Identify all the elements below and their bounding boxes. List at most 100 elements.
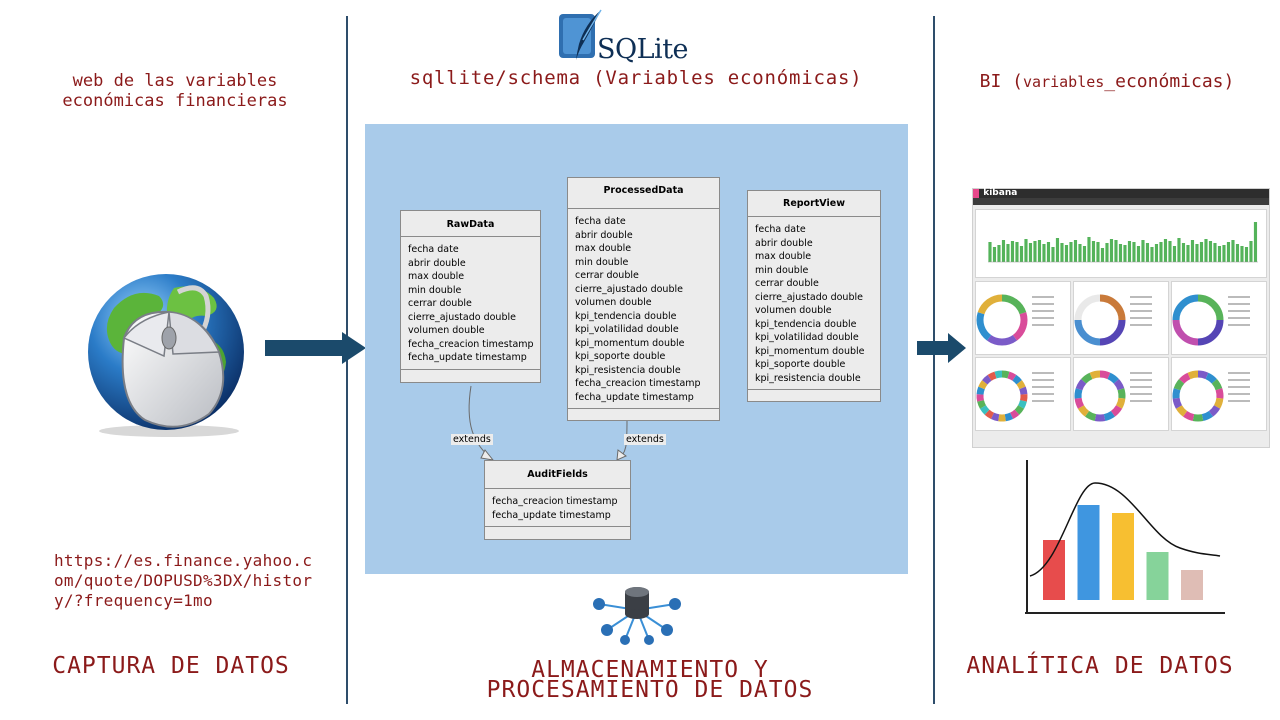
uml-methods [485, 527, 630, 539]
kibana-donut-segment [976, 312, 992, 341]
kibana-legend-line [1130, 400, 1152, 402]
uml-attr: volumen double [575, 297, 652, 308]
kibana-legend-line [1032, 372, 1054, 374]
kibana-bar [1028, 243, 1033, 262]
kibana-donut-segment [1115, 397, 1126, 409]
analytics-bar [1077, 505, 1100, 600]
kibana-donut-segment [1074, 397, 1085, 409]
kibana-donut-segment [1179, 372, 1191, 384]
arrow-storage-to-analytics [917, 333, 966, 363]
uml-attr: fecha date [408, 244, 459, 255]
kibana-legend-line [1228, 386, 1250, 388]
kibana-dashboard: kibana [972, 188, 1270, 448]
uml-attributes: fecha date abrir double max double min d… [568, 209, 719, 409]
uml-attr: cerrar double [755, 278, 819, 289]
kibana-brand: kibana [983, 188, 1018, 198]
kibana-donut-segment [977, 294, 1003, 315]
uml-attr: fecha_creacion timestamp [408, 338, 534, 350]
uml-attr: fecha_update timestamp [575, 391, 694, 403]
kibana-bar [1078, 244, 1082, 262]
kibana-legend-line [1032, 400, 1054, 402]
kibana-legend-line [1228, 324, 1250, 326]
analytics-bar [1146, 552, 1169, 600]
kibana-donut-chart [976, 370, 1054, 422]
kibana-legend-line [1228, 317, 1250, 319]
kibana-bar [1082, 246, 1087, 262]
uml-methods [568, 409, 719, 420]
kibana-bar [1172, 246, 1177, 262]
bi-heading-suffix: _económicas) [1104, 71, 1235, 92]
kibana-bar [1123, 245, 1127, 262]
kibana-bar [1096, 242, 1100, 262]
kibana-panel-donut [975, 281, 1071, 355]
uml-attr: cerrar double [408, 298, 472, 309]
sqlite-logo: SQLite [557, 8, 689, 65]
schema-heading: sqllite/schema (Variables económicas) [409, 67, 863, 89]
uml-methods [401, 370, 540, 382]
kibana-bar [1240, 246, 1244, 262]
uml-attr: cerrar double [575, 270, 639, 281]
bi-heading-mid: variables [1023, 73, 1105, 91]
kibana-donut-segment [1001, 294, 1027, 315]
capture-heading-line2: económicas financieras [62, 91, 288, 111]
uml-attr: abrir double [755, 237, 813, 249]
analytics-chart-icon [1025, 460, 1225, 614]
uml-attr: fecha_update timestamp [492, 509, 611, 521]
kibana-donut-segment [1017, 399, 1027, 409]
kibana-bar [1199, 242, 1204, 262]
capture-heading: web de las variables económicas financie… [20, 71, 330, 111]
kibana-bar [1231, 240, 1235, 262]
kibana-donut-segment [1172, 397, 1183, 409]
kibana-donut-segment [1172, 319, 1199, 346]
kibana-legend-line [1032, 303, 1054, 305]
uml-attr: cierre_ajustado double [755, 291, 863, 303]
kibana-donut-segment [1197, 294, 1224, 321]
kibana-bar [1109, 239, 1114, 262]
kibana-donut-segment [1113, 378, 1125, 391]
feather-icon [559, 9, 602, 60]
kibana-donut-segment [1077, 405, 1090, 417]
kibana-donut-segment [1081, 372, 1093, 384]
capture-footer: CAPTURA DE DATOS [52, 653, 290, 679]
kibana-bar [1226, 242, 1231, 262]
kibana-bar [1235, 244, 1240, 262]
uml-class-processeddata: ProcessedData fecha date abrir double ma… [567, 177, 720, 421]
kibana-bar [1208, 241, 1213, 262]
kibana-bar [1132, 242, 1136, 262]
kibana-legend-line [1032, 317, 1054, 319]
kibana-donut-segment [979, 405, 990, 415]
uml-attributes: fecha date abrir double max double min d… [401, 237, 540, 370]
uml-attributes: fecha date abrir double max double min d… [748, 217, 880, 390]
source-url-line1: https://es.finance.yahoo.c [54, 551, 313, 570]
uml-methods [748, 390, 880, 401]
kibana-bar [1253, 222, 1258, 262]
kibana-legend-line [1228, 296, 1250, 298]
kibana-legend-line [1032, 379, 1054, 381]
storage-footer-line1: ALMACENAMIENTO Y [531, 657, 769, 683]
kibana-bar [1159, 242, 1163, 262]
uml-attr: max double [408, 271, 465, 282]
kibana-bar [1069, 242, 1073, 262]
kibana-bar [1006, 244, 1010, 262]
kibana-donut-segment [976, 394, 984, 402]
kibana-donut-segment [1117, 388, 1126, 399]
kibana-legend-line [1130, 303, 1152, 305]
kibana-donut-segment [1007, 371, 1017, 381]
kibana-donut-segment [1004, 412, 1014, 422]
kibana-bar [1001, 240, 1006, 262]
kibana-donut-chart [1074, 370, 1152, 422]
analytics-footer: ANALÍTICA DE DATOS [966, 653, 1234, 679]
uml-attr: kpi_volatilidad double [575, 324, 679, 335]
kibana-bar [1141, 240, 1145, 262]
kibana-bar [1019, 246, 1024, 262]
kibana-donut-segment [1014, 405, 1025, 415]
kibana-panel-bars [975, 209, 1267, 278]
uml-attr: max double [755, 251, 812, 262]
kibana-donut-segment [1208, 405, 1221, 417]
kibana-legend-line [1228, 393, 1250, 395]
kibana-panel-donut [1171, 281, 1267, 355]
uml-attr: min double [408, 284, 462, 296]
kibana-bar [1190, 240, 1195, 262]
kibana-donut-segment [984, 409, 995, 419]
kibana-donut-segment [987, 334, 1017, 346]
